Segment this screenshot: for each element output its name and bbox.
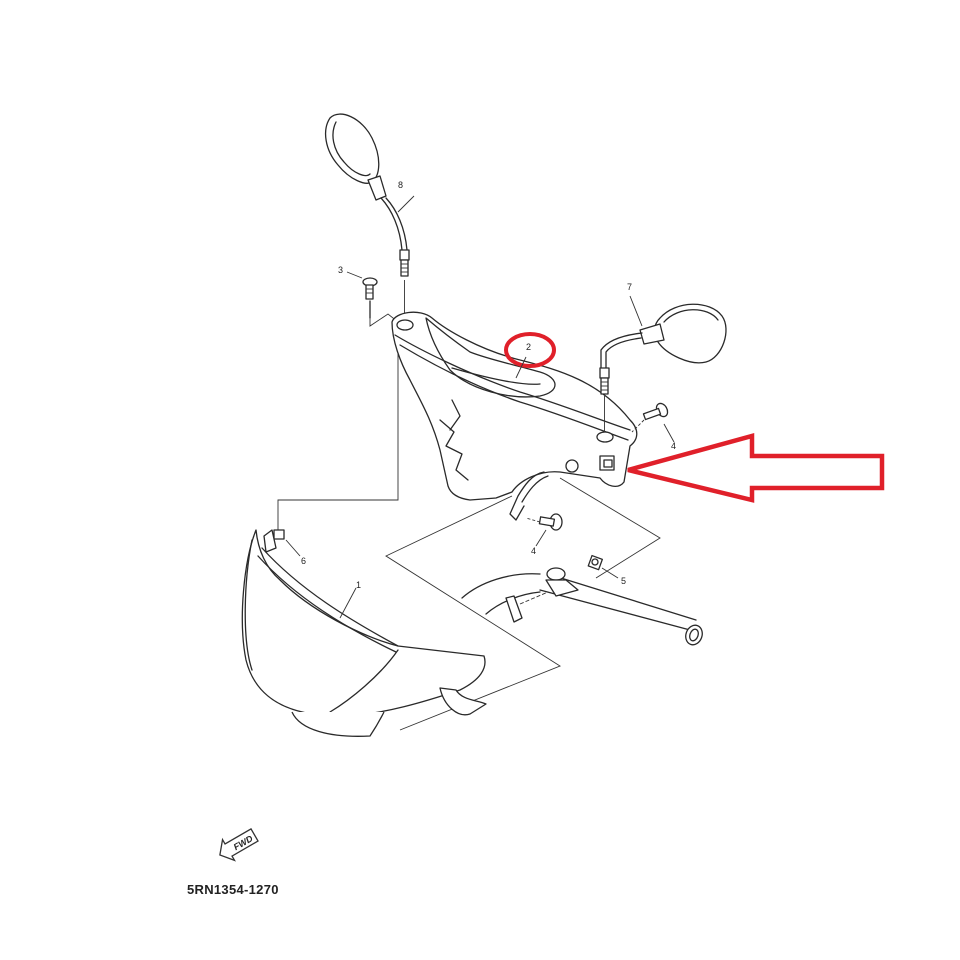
clip-nut-icon (273, 529, 301, 557)
mirror-right-icon (599, 303, 727, 432)
forward-direction-icon: FWD (219, 828, 259, 862)
screw-icon (525, 513, 563, 531)
callout-4: 4 (671, 441, 677, 451)
callout-4-lower: 4 (531, 546, 537, 556)
callout-5: 5 (621, 576, 627, 586)
screw-icon (631, 402, 669, 433)
callout-7: 7 (627, 282, 633, 292)
handlebar-upper-cover-icon (391, 311, 638, 521)
front-cover-icon (241, 529, 487, 737)
callout-3: 3 (338, 265, 344, 275)
mirror-left-icon (324, 113, 410, 318)
nut-icon (587, 554, 603, 571)
part-number-code: 5RN1354-1270 (187, 882, 279, 897)
callout-1: 1 (356, 580, 362, 590)
callout-6: 6 (301, 556, 307, 566)
highlight-circle (504, 332, 556, 368)
screw-icon (362, 277, 378, 319)
handlebar-tube-icon (461, 567, 703, 646)
callout-2: 2 (526, 342, 532, 352)
highlight-arrow (627, 433, 885, 503)
callout-8: 8 (398, 180, 404, 190)
